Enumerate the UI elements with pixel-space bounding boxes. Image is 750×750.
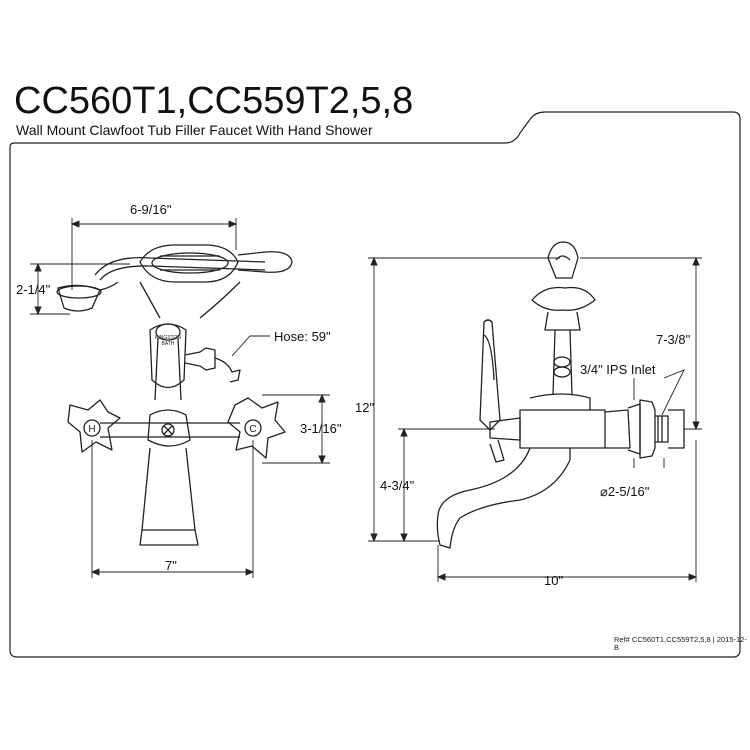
central-body [147,409,191,447]
side-cradle-hook [547,241,579,279]
hose-connector [184,347,216,371]
side-flange [639,399,656,459]
dim-handshower-width: 6-9/16" [130,202,172,217]
side-inlet-nut [604,409,631,449]
brand-bottom-text: BATH [162,341,175,347]
side-spout [436,447,571,549]
brand-top-text: KINGSTON [155,335,181,341]
dim-upper-height: 7-3/8" [656,332,691,347]
dim-lower-height: 4-3/4" [380,478,415,493]
right-cross-handle [227,397,286,459]
reference-number: Ref# CC560T1,CC559T2,5,8 | 2015-12-B [614,635,747,652]
handle-cold-letter: C [249,424,256,435]
cradle-arm [94,256,266,276]
side-column [552,329,573,396]
dim-total-height: 12" [355,400,374,415]
side-lever [479,319,501,431]
side-body [519,409,606,449]
side-view [436,241,685,549]
dim-center-width: 7" [165,558,177,573]
page-subtitle: Wall Mount Clawfoot Tub Filler Faucet Wi… [16,122,373,138]
dim-handle-height: 3-1/16" [300,421,342,436]
diverter-medallion [149,323,187,389]
side-dimensions [368,256,702,582]
left-cross-handle [67,399,121,453]
handle-hot-letter: H [88,424,95,435]
handshower-handle [139,244,239,283]
front-view: KINGSTON BATH H C [56,244,293,546]
page-title: CC560T1,CC559T2,5,8 [14,80,414,122]
ips-inlet-label: 3/4" IPS Inlet [580,362,656,377]
dim-handshower-height: 2-1/4" [16,282,51,297]
drawing-frame [9,111,741,658]
spout-column [141,447,196,531]
cradle-column [139,281,161,319]
front-dimensions [30,218,330,578]
dim-depth: 10" [544,573,563,588]
hose-length-label: Hose: 59" [274,329,331,344]
flange-diameter-label: ⌀2-5/16" [600,484,650,499]
